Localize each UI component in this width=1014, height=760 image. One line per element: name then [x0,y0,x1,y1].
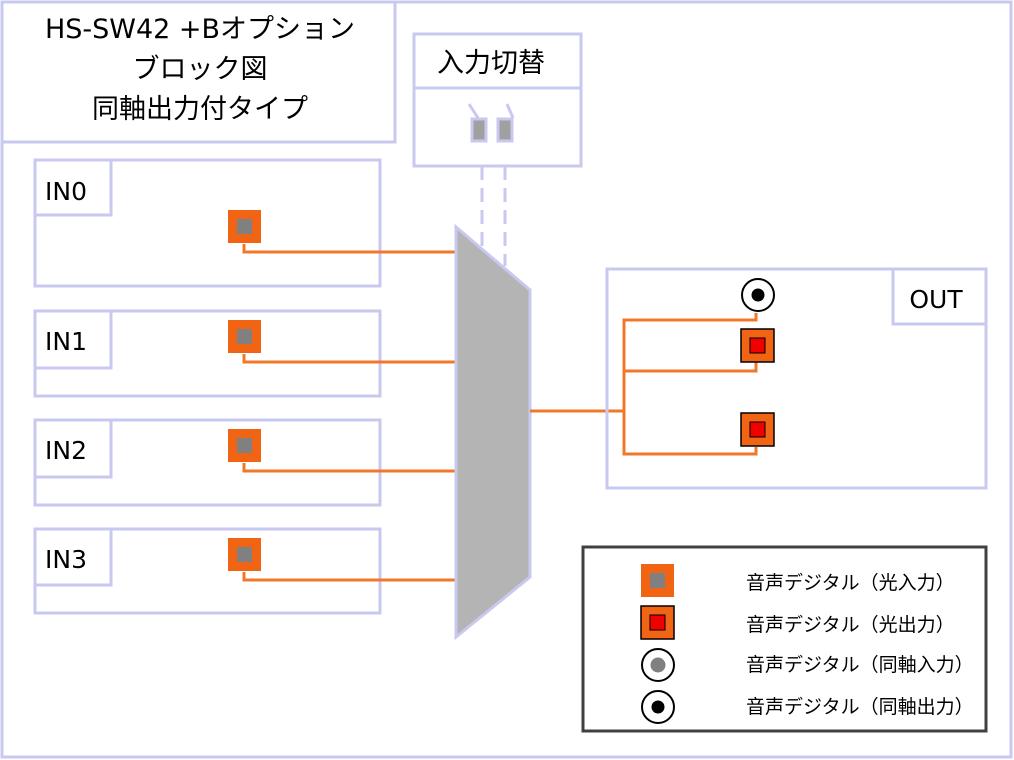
wire [242,244,456,254]
title-box: HS-SW42 +Bオプション ブロック図 同軸出力付タイプ [0,0,397,144]
input-label: IN2 [45,436,87,465]
title-line1: HS-SW42 +Bオプション [45,14,355,45]
input-box-in0: IN0 [33,158,382,288]
switch-label: 入力切替 [437,48,545,79]
optical-output-icon [740,328,775,363]
legend-text: 音声デジタル（同軸出力） [746,696,974,718]
multiplexer [454,223,532,641]
output-label: OUT [909,285,963,314]
input-box-in1: IN1 [33,309,382,398]
input-box-in2: IN2 [33,418,382,507]
coaxial-output-icon [741,278,775,312]
legend-text: 音声デジタル（光入力） [746,572,955,594]
optical-input-icon [641,564,674,597]
wire [242,572,456,582]
optical-input-icon [228,538,261,571]
coaxial-output-icon [641,690,675,724]
coaxial-input-icon [641,648,675,682]
input-label: IN0 [45,177,87,206]
input-switch-box: 入力切替 [412,32,583,168]
optical-output-icon [640,605,675,640]
output-box: OUT [605,267,988,490]
input-label: IN1 [45,327,87,356]
legend: 音声デジタル（光入力） 音声デジタル（光出力） 音声デジタル（同軸入力） 音声デ… [581,545,988,733]
optical-input-icon [228,210,261,243]
input-box-in3: IN3 [33,527,382,615]
input-wires [242,244,456,582]
wire [242,354,456,364]
dip-switch-icon [467,103,515,143]
wire [242,463,456,473]
optical-input-icon [228,320,261,353]
legend-text: 音声デジタル（光出力） [746,614,955,636]
input-label: IN3 [45,545,87,574]
title-line2: ブロック図 [133,54,268,85]
legend-text: 音声デジタル（同軸入力） [746,654,974,676]
optical-input-icon [228,429,261,462]
output-wires [530,313,758,456]
optical-output-icon [740,412,775,447]
title-line3: 同軸出力付タイプ [92,94,308,125]
